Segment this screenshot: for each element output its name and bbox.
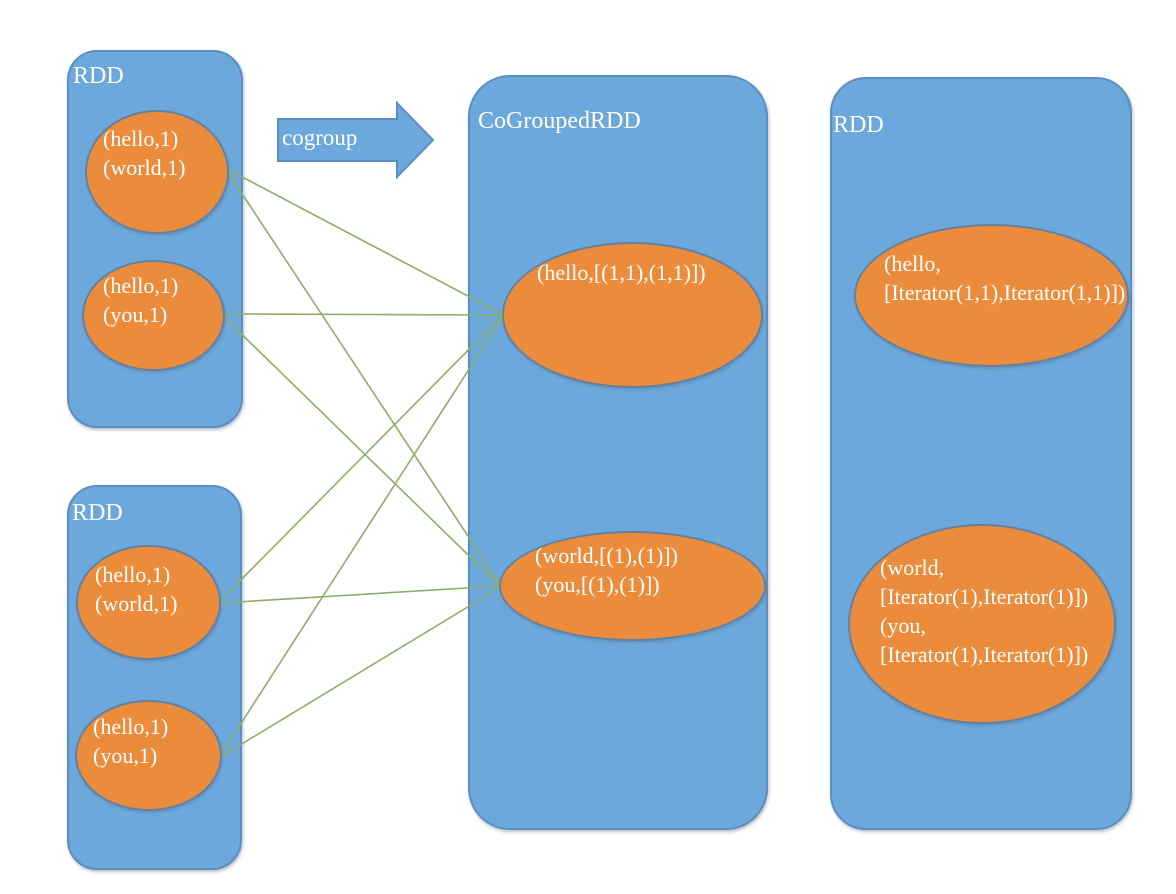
partition-text-tl1: (hello,1) (world,1) [103,124,185,182]
box-label-rdd-bottom-left: RDD [72,500,123,526]
box-label-cogrouped-rdd: CoGroupedRDD [478,108,641,134]
box-label-rdd-right: RDD [833,112,884,138]
partition-ellipse-bl1 [76,545,221,660]
partition-text-mid1: (hello,[(1,1),(1,1)]) [537,258,706,287]
partition-text-bl1: (hello,1) (world,1) [95,560,177,618]
partition-text-tl2: (hello,1) (you,1) [103,271,178,329]
partition-text-line: (you,[(1),(1)]) [535,572,660,597]
partition-text-bl2: (hello,1) (you,1) [93,712,168,770]
partition-text-line: [Iterator(1),Iterator(1)]) [880,642,1089,667]
partition-text-line: [Iterator(1),Iterator(1)]) [880,584,1089,609]
partition-text-line: (hello,[(1,1),(1,1)]) [537,260,706,285]
rdd-box-top-left [67,50,243,428]
box-label-rdd-top-left: RDD [73,63,124,89]
connector-line-tl2-mid2 [224,317,500,586]
partition-text-line: (hello, [884,251,941,276]
connector-line-bl1-mid2 [220,585,500,604]
partition-text-mid2: (world,[(1),(1)]) (you,[(1),(1)]) [535,541,678,599]
partition-text-line: (world,[(1),(1)]) [535,543,678,568]
partition-text-line: (you, [880,613,926,638]
connector-line-tl1-mid1 [228,169,503,315]
partition-ellipse-r1 [854,224,1129,367]
partition-text-r1: (hello, [Iterator(1,1),Iterator(1,1)]) [884,249,1125,307]
connector-line-bl2-mid1 [221,317,503,754]
partition-ellipse-r2 [848,524,1116,724]
partition-text-line: (world,1) [95,591,178,616]
cogroup-arrow-label: cogroup [282,125,358,150]
partition-text-r2: (world, [Iterator(1),Iterator(1)]) (you,… [880,553,1088,669]
connector-line-bl2-mid2 [221,587,500,757]
partition-ellipse-bl2 [75,700,222,811]
partition-ellipse-tl1 [85,110,229,234]
partition-ellipse-tl2 [82,260,225,371]
partition-text-line: (hello,1) [103,273,179,298]
partition-text-line: [Iterator(1,1),Iterator(1,1)]) [884,280,1126,305]
partition-text-line: (hello,1) [103,126,179,151]
connector-line-tl2-mid1 [224,313,503,316]
partition-ellipse-mid1 [502,242,763,388]
partition-text-line: (you,1) [93,743,158,768]
connector-line-tl1-mid2 [228,173,500,584]
cogrouped-rdd-box [468,75,768,830]
partition-text-line: (you,1) [103,302,168,327]
rdd-box-bottom-left [67,485,242,870]
partition-text-line: (world,1) [103,155,186,180]
partition-text-line: (world, [880,555,945,580]
partition-text-line: (hello,1) [95,562,171,587]
partition-text-line: (hello,1) [93,714,169,739]
connector-line-bl1-mid1 [220,315,503,601]
